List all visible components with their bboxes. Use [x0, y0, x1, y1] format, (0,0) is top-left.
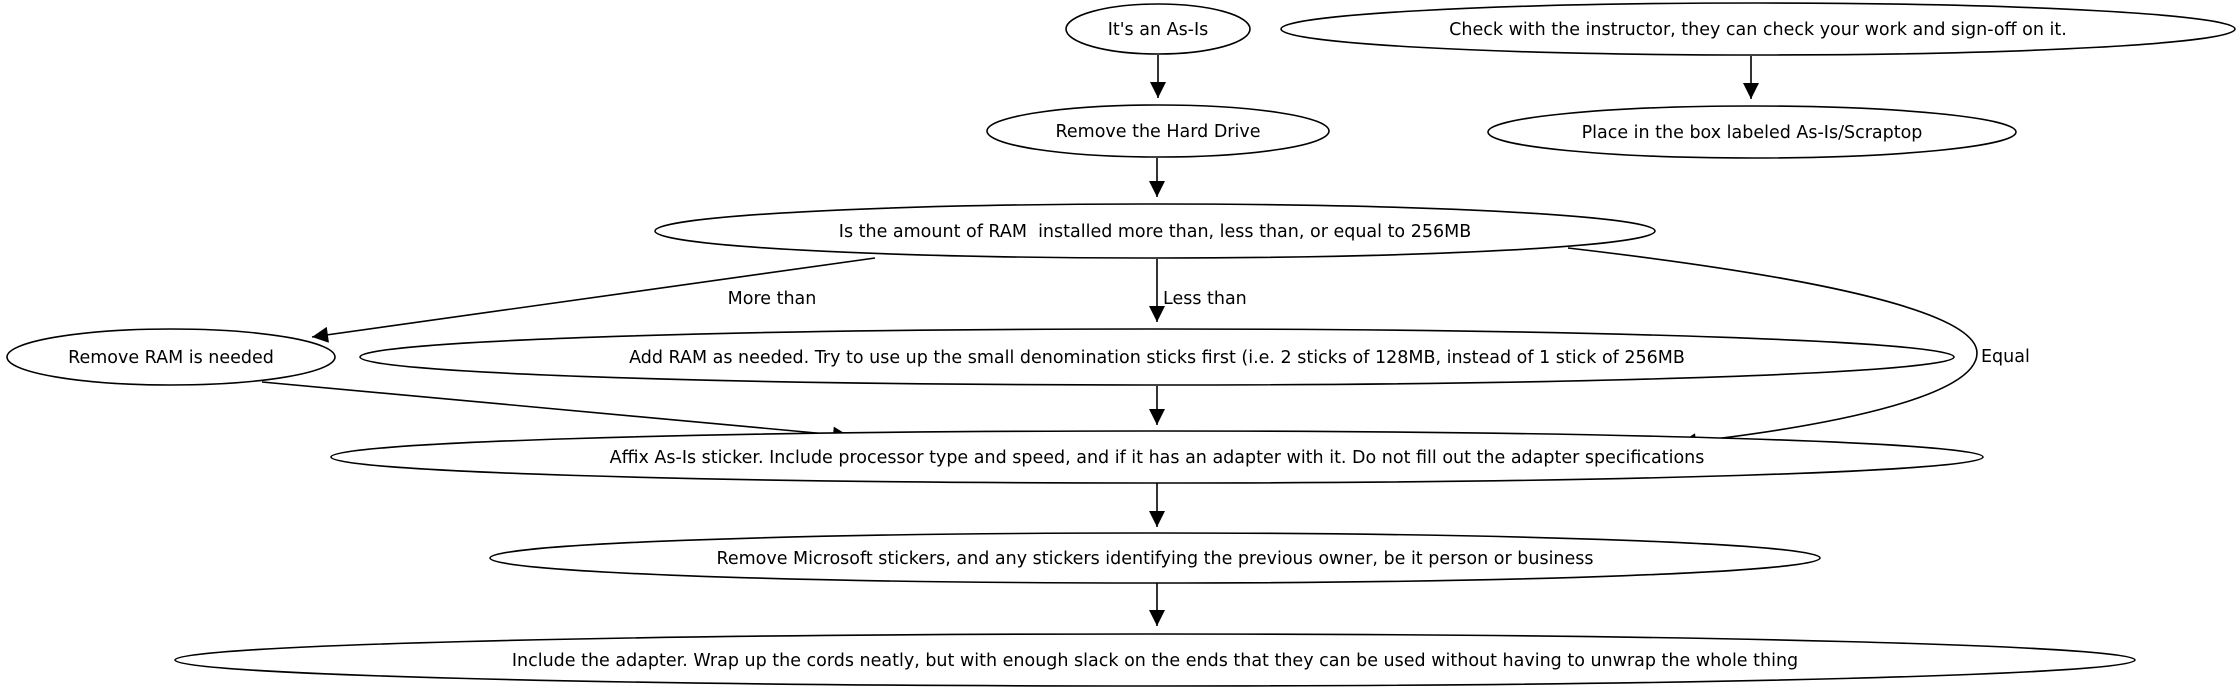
node-add-ram-ellipse [359, 328, 1955, 386]
node-place-in-box: Place in the box labeled As-Is/Scraptop [1487, 105, 2017, 159]
node-remove-ram-ellipse [6, 328, 336, 386]
node-ram-question-label: Is the amount of RAM installed more than… [839, 222, 1471, 242]
node-affix-sticker-ellipse [330, 430, 1984, 484]
node-place-in-box-ellipse [1487, 105, 2017, 159]
node-ram-question-ellipse [654, 203, 1656, 259]
node-check-with-instructor-ellipse [1280, 2, 2236, 56]
node-affix-sticker-label: Affix As-Is sticker. Include processor t… [610, 448, 1705, 468]
node-remove-ram: Remove RAM is needed [6, 328, 336, 386]
node-remove-hard-drive-label: Remove the Hard Drive [1056, 122, 1261, 142]
node-check-with-instructor-label: Check with the instructor, they can chec… [1449, 20, 2067, 40]
node-remove-stickers-ellipse [489, 532, 1821, 584]
node-include-adapter-label: Include the adapter. Wrap up the cords n… [512, 651, 1798, 671]
node-include-adapter-ellipse [174, 633, 2136, 687]
node-remove-hard-drive: Remove the Hard Drive [986, 104, 1330, 158]
node-its-an-as-is-label: It's an As-Is [1108, 20, 1209, 40]
node-its-an-as-is: It's an As-Is [1065, 3, 1251, 55]
node-remove-stickers: Remove Microsoft stickers, and any stick… [489, 532, 1821, 584]
node-its-an-as-is-ellipse [1065, 3, 1251, 55]
edge-ram-question-to-remove-ram [311, 257, 876, 343]
node-check-with-instructor: Check with the instructor, they can chec… [1280, 2, 2236, 56]
edge-label-more-than: More than [728, 289, 817, 309]
node-remove-hard-drive-ellipse [986, 104, 1330, 158]
node-add-ram-label: Add RAM as needed. Try to use up the sma… [629, 348, 1685, 368]
node-remove-stickers-label: Remove Microsoft stickers, and any stick… [716, 549, 1593, 569]
node-affix-sticker: Affix As-Is sticker. Include processor t… [330, 430, 1984, 484]
edge-label-less-than: Less than [1163, 289, 1247, 309]
edge-ram-question-to-affix-sticker-equal [1567, 247, 1978, 450]
edges [261, 55, 1978, 626]
edge-remove-ram-to-affix-sticker [261, 381, 850, 443]
node-ram-question: Is the amount of RAM installed more than… [654, 203, 1656, 259]
node-remove-ram-label: Remove RAM is needed [68, 348, 274, 368]
node-add-ram: Add RAM as needed. Try to use up the sma… [359, 328, 1955, 386]
edge-label-equal: Equal [1981, 347, 2030, 367]
node-include-adapter: Include the adapter. Wrap up the cords n… [174, 633, 2136, 687]
node-place-in-box-label: Place in the box labeled As-Is/Scraptop [1582, 123, 1923, 143]
edge-labels: More than Less than Equal [728, 289, 2030, 367]
